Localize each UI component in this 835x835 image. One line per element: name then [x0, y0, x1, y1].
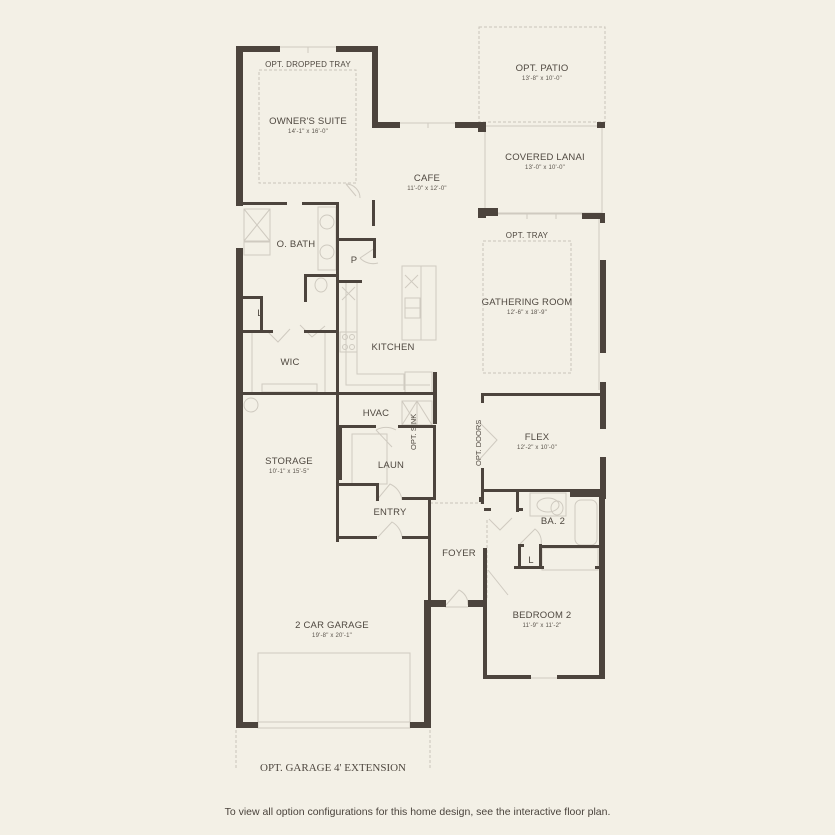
room-o-bath[interactable]: O. BATH [276, 239, 316, 250]
room-name: OWNER'S SUITE [269, 116, 347, 127]
room-owners-suite[interactable]: OWNER'S SUITE 14'-1" x 16'-0" [269, 116, 347, 135]
room-name: STORAGE [265, 456, 313, 467]
opt-doors-label: OPT. DOORS [474, 419, 483, 466]
room-name: OPT. PATIO [515, 63, 569, 74]
opt-dropped-tray-label: OPT. DROPPED TRAY [265, 60, 351, 69]
opt-garage-extension-label: OPT. GARAGE 4' EXTENSION [260, 762, 406, 774]
room-foyer[interactable]: FOYER [442, 548, 476, 559]
room-storage[interactable]: STORAGE 10'-1" x 15'-5" [265, 456, 313, 475]
room-gathering-room[interactable]: GATHERING ROOM 12'-6" x 18'-9" [482, 297, 573, 316]
room-dims: 12'-2" x 10'-0" [517, 445, 557, 451]
room-flex[interactable]: FLEX 12'-2" x 10'-0" [517, 432, 557, 451]
room-name: BEDROOM 2 [512, 610, 572, 621]
room-opt-patio[interactable]: OPT. PATIO 13'-8" x 10'-0" [516, 63, 569, 82]
room-dims: 11'-9" x 11'-2" [522, 623, 562, 629]
room-kitchen[interactable]: KITCHEN [371, 342, 415, 353]
room-name: CAFE [413, 173, 441, 184]
room-wic[interactable]: WIC [280, 357, 300, 368]
walls [236, 46, 606, 728]
room-name: GATHERING ROOM [481, 297, 573, 308]
room-dims: 12'-6" x 18'-9" [507, 310, 547, 316]
room-cafe[interactable]: CAFE 11'-0" x 12'-0" [407, 173, 446, 192]
room-name: COVERED LANAI [505, 152, 585, 163]
room-pantry[interactable]: P [350, 255, 358, 266]
room-name: 2 CAR GARAGE [295, 620, 369, 631]
footer-note: To view all option configurations for th… [0, 806, 835, 818]
room-laundry[interactable]: LAUN [377, 460, 405, 471]
room-dims: 10'-1" x 15'-5" [269, 469, 309, 475]
door-swings [267, 183, 542, 606]
room-linen-2[interactable]: L [528, 555, 534, 566]
room-bath-2[interactable]: BA. 2 [540, 516, 566, 527]
room-hvac[interactable]: HVAC [362, 408, 390, 419]
optional-area-outlines [235, 26, 606, 770]
room-covered-lanai[interactable]: COVERED LANAI 13'-0" x 10'-0" [505, 152, 585, 171]
room-dims: 13'-0" x 10'-0" [525, 165, 565, 171]
interactive-floor-plan-link[interactable]: To view all option configurations for th… [224, 806, 611, 818]
room-linen-1[interactable]: L [257, 308, 263, 319]
room-dims: 13'-8" x 10'-0" [522, 76, 562, 82]
room-garage[interactable]: 2 CAR GARAGE 19'-8" x 20'-1" [295, 620, 369, 639]
opt-sink-label: OPT. SINK [409, 413, 418, 450]
fixtures [243, 46, 603, 729]
room-entry[interactable]: ENTRY [373, 507, 407, 518]
room-bedroom-2[interactable]: BEDROOM 2 11'-9" x 11'-2" [513, 610, 572, 629]
room-dims: 11'-0" x 12'-0" [407, 186, 447, 192]
opt-tray-label: OPT. TRAY [505, 231, 549, 240]
room-dims: 14'-1" x 16'-0" [288, 129, 328, 135]
room-dims: 19'-8" x 20'-1" [312, 633, 352, 639]
room-name: FLEX [524, 432, 550, 443]
